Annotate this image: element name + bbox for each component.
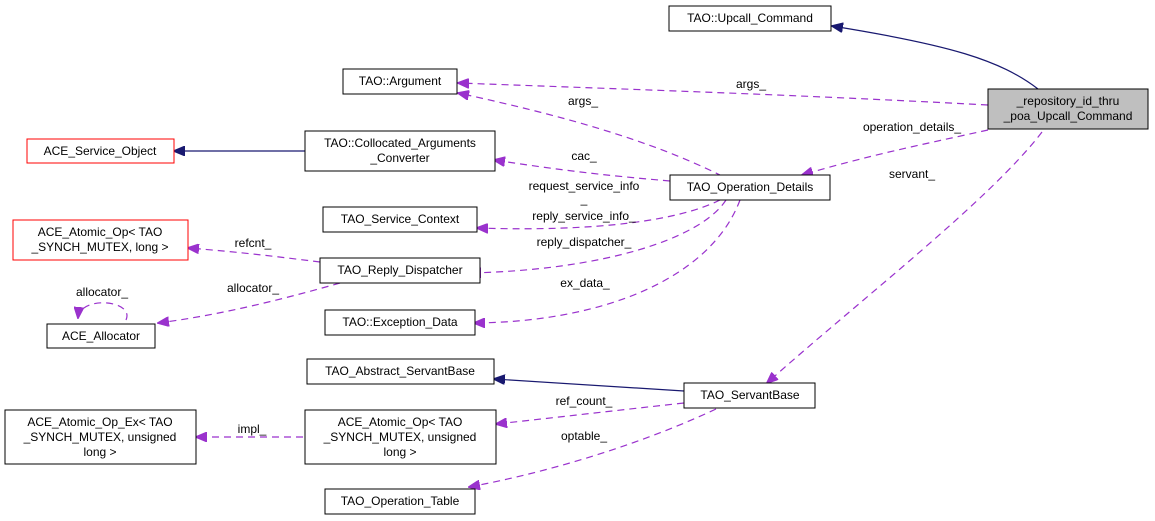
node-tao-upcall-command[interactable]: TAO::Upcall_Command — [668, 5, 832, 32]
node-tao-servantbase[interactable]: TAO_ServantBase — [683, 382, 816, 409]
svg-text:TAO_Operation_Details: TAO_Operation_Details — [687, 180, 814, 194]
node-ace-atomic-op-long[interactable]: ACE_Atomic_Op< TAO _SYNCH_MUTEX, long > — [12, 219, 189, 261]
svg-text:_SYNCH_MUTEX, long >: _SYNCH_MUTEX, long > — [30, 240, 168, 254]
edge-label-request-service-info-suffix: _ — [580, 192, 588, 206]
edge-label-allocator: allocator_ — [227, 281, 279, 295]
node-tao-argument[interactable]: TAO::Argument — [342, 68, 458, 95]
svg-text:ACE_Service_Object: ACE_Service_Object — [44, 144, 157, 158]
svg-text:_poa_Upcall_Command: _poa_Upcall_Command — [1003, 109, 1133, 123]
svg-text:TAO_Reply_Dispatcher: TAO_Reply_Dispatcher — [337, 263, 462, 277]
edge-inherit-upcall — [832, 26, 1039, 90]
edge-label-optable: optable_ — [561, 429, 607, 443]
edge-cac — [494, 160, 671, 182]
edge-label-cac: cac_ — [571, 149, 597, 163]
node-ace-allocator[interactable]: ACE_Allocator — [46, 323, 156, 349]
svg-text:ACE_Allocator: ACE_Allocator — [62, 329, 140, 343]
edge-label-ex-data: ex_data_ — [560, 276, 610, 290]
node-ace-service-object[interactable]: ACE_Service_Object — [26, 138, 175, 164]
edge-optable — [469, 408, 717, 487]
edge-label-servant: servant_ — [889, 167, 935, 181]
node-tao-abstract-servantbase[interactable]: TAO_Abstract_ServantBase — [306, 358, 495, 385]
edge-label-args-mid: args_ — [568, 94, 598, 108]
svg-text:ACE_Atomic_Op_Ex< TAO: ACE_Atomic_Op_Ex< TAO — [27, 415, 172, 429]
edge-label-impl: impl_ — [238, 422, 267, 436]
svg-text:TAO::Collocated_Arguments: TAO::Collocated_Arguments — [324, 136, 476, 150]
svg-text:TAO_Abstract_ServantBase: TAO_Abstract_ServantBase — [325, 364, 475, 378]
node-tao-operation-details[interactable]: TAO_Operation_Details — [669, 174, 831, 201]
node-repository-id-thru-poa-upcall-command[interactable]: _repository_id_thru _poa_Upcall_Command — [987, 88, 1149, 130]
svg-text:TAO::Argument: TAO::Argument — [359, 74, 442, 88]
svg-text:_SYNCH_MUTEX, unsigned: _SYNCH_MUTEX, unsigned — [23, 430, 177, 444]
svg-text:long >: long > — [83, 445, 116, 459]
svg-text:ACE_Atomic_Op< TAO: ACE_Atomic_Op< TAO — [38, 225, 163, 239]
node-tao-exception-data[interactable]: TAO::Exception_Data — [324, 309, 476, 336]
svg-text:TAO_ServantBase: TAO_ServantBase — [700, 388, 799, 402]
svg-text:TAO_Service_Context: TAO_Service_Context — [341, 212, 460, 226]
edge-allocator-self — [78, 302, 128, 321]
edge-label-allocator-self: allocator_ — [76, 285, 128, 299]
edge-label-ref-count: ref_count_ — [556, 394, 613, 408]
node-tao-collocated-arguments-converter[interactable]: TAO::Collocated_Arguments _Converter — [304, 130, 496, 172]
edge-label-reply-dispatcher: reply_dispatcher_ — [537, 235, 632, 249]
node-ace-atomic-op-ex-unsigned-long[interactable]: ACE_Atomic_Op_Ex< TAO _SYNCH_MUTEX, unsi… — [4, 409, 197, 465]
edge-label-operation-details: operation_details_ — [863, 120, 961, 134]
svg-text:TAO_Operation_Table: TAO_Operation_Table — [341, 494, 460, 508]
node-tao-operation-table[interactable]: TAO_Operation_Table — [324, 488, 476, 515]
svg-text:_repository_id_thru: _repository_id_thru — [1016, 94, 1120, 108]
edge-args-top — [458, 83, 989, 106]
edge-servant — [767, 131, 1043, 383]
edge-inherit-abstract-servant — [494, 379, 685, 392]
node-tao-service-context[interactable]: TAO_Service_Context — [322, 206, 478, 233]
edge-reply-service-info — [477, 199, 721, 229]
edge-label-reply-service-info: reply_service_info_ — [532, 209, 636, 223]
edge-ex-data — [474, 199, 741, 323]
svg-text:ACE_Atomic_Op< TAO: ACE_Atomic_Op< TAO — [338, 415, 463, 429]
edge-label-request-service-info: request_service_info — [529, 179, 640, 193]
svg-text:long >: long > — [383, 445, 416, 459]
edge-label-refcnt: refcnt_ — [235, 236, 272, 250]
svg-text:TAO::Upcall_Command: TAO::Upcall_Command — [687, 11, 813, 25]
svg-text:TAO::Exception_Data: TAO::Exception_Data — [342, 315, 457, 329]
node-tao-reply-dispatcher[interactable]: TAO_Reply_Dispatcher — [319, 257, 481, 284]
edge-refcnt — [188, 248, 321, 263]
node-ace-atomic-op-unsigned-long[interactable]: ACE_Atomic_Op< TAO _SYNCH_MUTEX, unsigne… — [304, 409, 497, 465]
edge-operation-details — [802, 129, 989, 175]
svg-text:_SYNCH_MUTEX, unsigned: _SYNCH_MUTEX, unsigned — [323, 430, 477, 444]
svg-text:_Converter: _Converter — [369, 151, 429, 165]
edge-label-args-top: args_ — [736, 77, 766, 91]
